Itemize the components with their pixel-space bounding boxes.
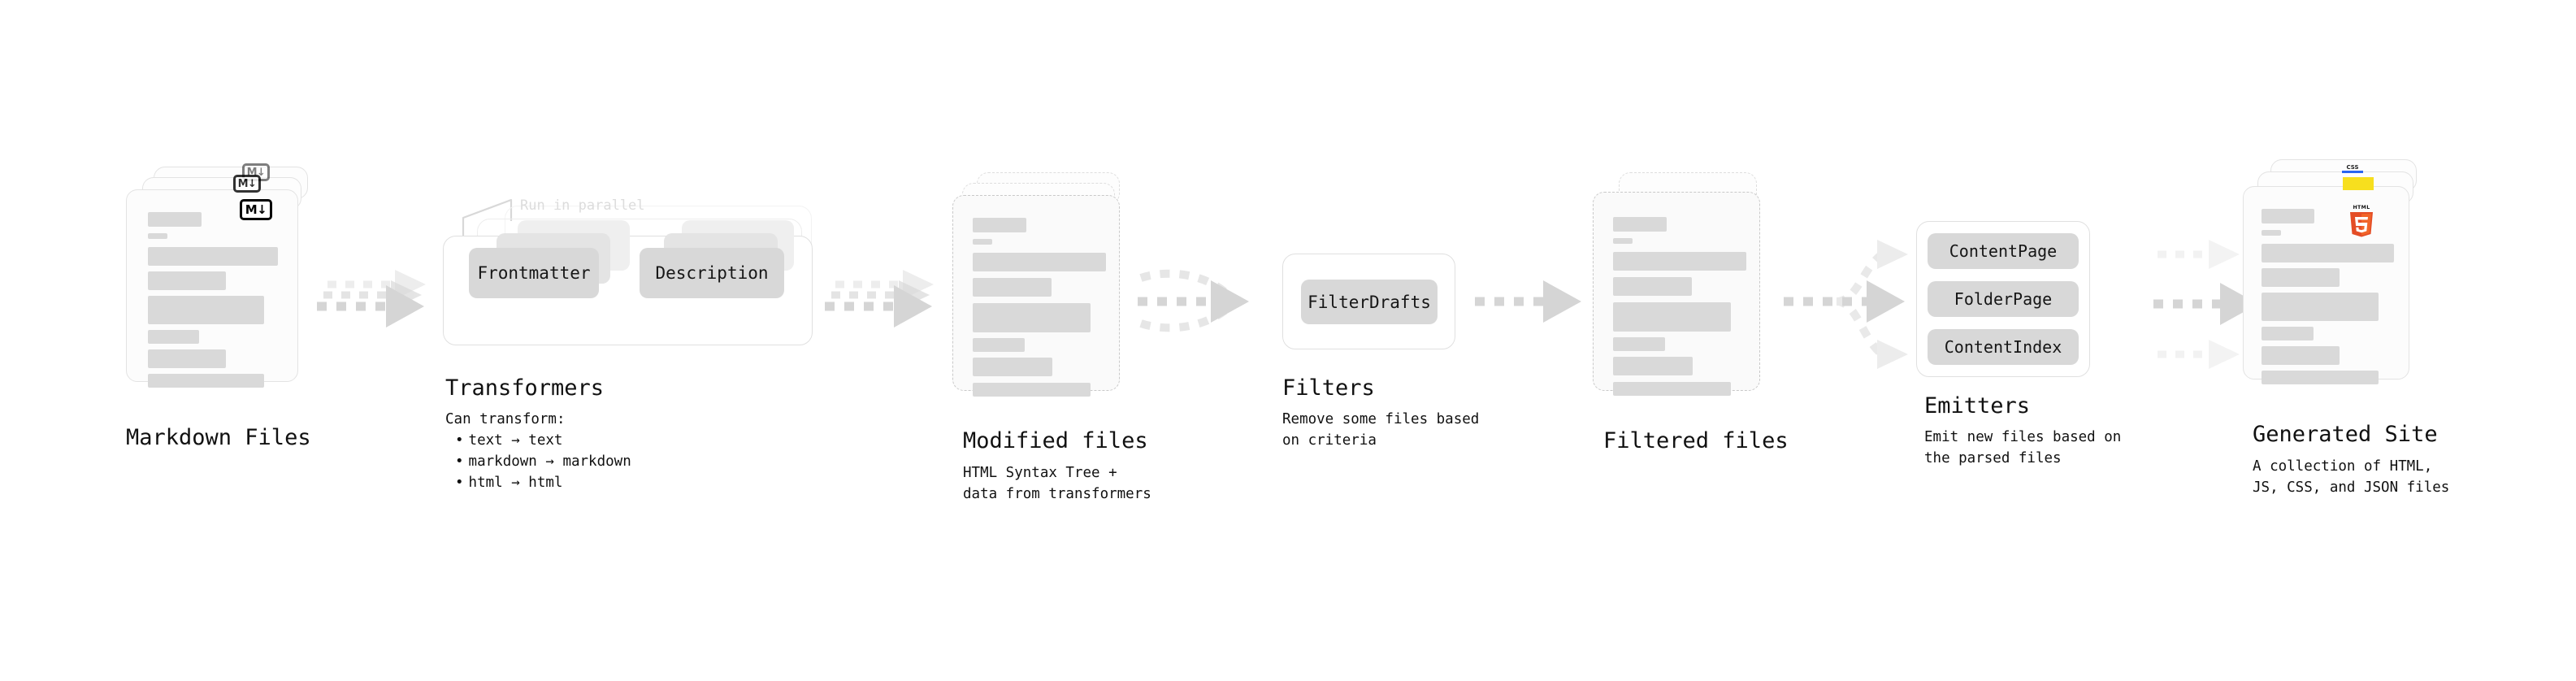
filter-chip-filterdrafts[interactable]: FilterDrafts [1301, 280, 1438, 324]
emitter-chip-contentpage[interactable]: ContentPage [1928, 233, 2079, 269]
stage-filters: FilterDrafts [1282, 254, 1461, 351]
stage-generated-site: CSS HTML [2243, 159, 2454, 387]
modified-card-front [952, 195, 1120, 397]
doc-title-bar [1613, 217, 1667, 232]
caption-emitters: Emitters [1924, 393, 2031, 419]
css-badge: CSS [2342, 164, 2363, 174]
doc-line [2262, 268, 2340, 287]
doc-line [2262, 244, 2394, 262]
doc-line [1613, 277, 1692, 296]
caption-transformers: Transformers [445, 375, 605, 401]
doc-line [148, 271, 226, 290]
markdown-card-front [126, 189, 298, 388]
filtered-card-front [1593, 192, 1760, 396]
caption-generated-site: Generated Site [2253, 422, 2438, 447]
stage-modified-files [952, 172, 1156, 397]
transformers-capability-list: text → text markdown → markdown html → h… [455, 430, 631, 493]
stage-emitters: ContentPage FolderPage ContentIndex [1916, 221, 2111, 384]
doc-line [1613, 302, 1731, 332]
stage-filtered-files [1593, 172, 1796, 396]
doc-line [1613, 382, 1731, 396]
doc-title-bar [973, 218, 1026, 232]
doc-line [148, 349, 226, 368]
caption-modified-files: Modified files [963, 428, 1148, 453]
doc-title-bar [2262, 209, 2314, 223]
doc-line [2262, 293, 2379, 321]
stage-transformers: Frontmatter Description [443, 206, 825, 354]
list-item: markdown → markdown [455, 451, 631, 472]
doc-line [1613, 357, 1693, 375]
site-card-front [2243, 186, 2409, 384]
doc-line [973, 303, 1091, 332]
doc-subtitle-bar [148, 233, 167, 239]
doc-line [973, 278, 1052, 297]
svg-text:HTML: HTML [2353, 205, 2370, 210]
modified-files-subtitle: HTML Syntax Tree + data from transformer… [963, 465, 1151, 502]
emitters-subtitle: Emit new files based on the parsed files [1924, 429, 2122, 466]
transformers-subtitle: Can transform: [445, 411, 566, 427]
doc-line [2262, 371, 2379, 384]
doc-line [2262, 346, 2340, 365]
transformer-chip-description[interactable]: Description [640, 248, 784, 298]
run-in-parallel-label: Run in parallel [520, 197, 645, 214]
doc-line [973, 338, 1025, 352]
doc-subtitle-bar [973, 239, 992, 245]
list-item: html → html [455, 472, 631, 493]
doc-line [148, 374, 264, 388]
transformer-chip-frontmatter[interactable]: Frontmatter [469, 248, 599, 298]
stage-markdown-files: M↓ M↓ M↓ [126, 163, 329, 388]
caption-filtered-files: Filtered files [1603, 428, 1789, 453]
doc-line [973, 383, 1091, 397]
doc-line [148, 330, 199, 344]
connector-transformers-to-modified [825, 270, 934, 327]
js-badge [2343, 177, 2374, 190]
doc-title-bar [148, 212, 202, 227]
caption-markdown-files: Markdown Files [126, 425, 311, 450]
filters-subtitle: Remove some files based on criteria [1282, 411, 1480, 449]
doc-line [1613, 252, 1746, 271]
doc-line [148, 247, 278, 266]
doc-line [2262, 327, 2314, 340]
connector-filtered-to-emitters [1784, 240, 1908, 369]
caption-filters: Filters [1282, 375, 1375, 401]
doc-line [973, 358, 1052, 376]
doc-subtitle-bar [1613, 238, 1633, 244]
doc-line [148, 296, 264, 324]
connector-filters-to-filtered [1475, 280, 1581, 323]
connector-md-to-transformers [317, 270, 426, 327]
emitter-chip-folderpage[interactable]: FolderPage [1928, 281, 2079, 317]
markdown-badge-ghost-mid: M↓ [233, 175, 261, 193]
generated-site-subtitle: A collection of HTML, JS, CSS, and JSON … [2253, 458, 2450, 496]
markdown-badge: M↓ [240, 199, 272, 220]
emitter-chip-contentindex[interactable]: ContentIndex [1928, 329, 2079, 365]
doc-subtitle-bar [2262, 230, 2281, 236]
doc-line [973, 253, 1106, 271]
doc-line [1613, 337, 1665, 351]
html5-badge: HTML [2347, 203, 2376, 237]
list-item: text → text [455, 430, 631, 451]
